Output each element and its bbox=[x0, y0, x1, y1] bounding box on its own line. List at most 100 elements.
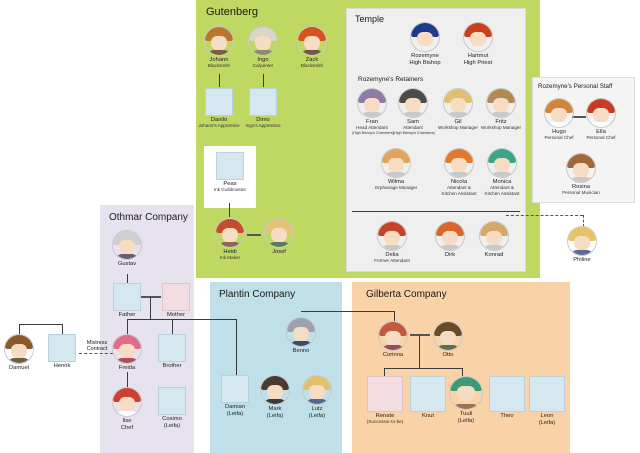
theo-placeholder bbox=[489, 376, 525, 412]
line-corinna-children bbox=[419, 335, 420, 368]
mistress-contract-label: Mistress Contract bbox=[86, 340, 108, 352]
node-damian[interactable]: Damian (Leifa) bbox=[216, 375, 254, 418]
retainers-title: Rozemyne's Retainers bbox=[358, 76, 424, 83]
rozemyne-portrait bbox=[410, 22, 440, 52]
node-gustav[interactable]: Gustav bbox=[107, 230, 147, 267]
node-mother[interactable]: Mother bbox=[157, 283, 195, 318]
node-freida[interactable]: Freida bbox=[108, 334, 146, 371]
node-rosina[interactable]: Rosina Personal Musician bbox=[557, 153, 605, 196]
philine-portrait bbox=[567, 226, 597, 256]
gilberta-panel bbox=[352, 282, 570, 453]
node-josef[interactable]: Josef bbox=[261, 218, 297, 255]
peas-placeholder bbox=[216, 152, 244, 180]
node-knut[interactable]: Knut bbox=[408, 376, 448, 419]
line-gilberta-children-bar bbox=[384, 368, 462, 369]
brother-placeholder bbox=[158, 334, 186, 362]
node-rozemyne[interactable]: Rozemyne High Bishop bbox=[403, 22, 447, 67]
node-ingo[interactable]: Ingo Carpenter bbox=[243, 26, 283, 69]
node-delia[interactable]: Delia Former Attendant bbox=[370, 221, 414, 264]
mark-portrait bbox=[260, 375, 290, 405]
rosina-portrait bbox=[566, 153, 596, 183]
node-corinna[interactable]: Corinna bbox=[373, 321, 413, 358]
damian-placeholder bbox=[221, 375, 249, 403]
node-peas[interactable]: Peas Ink Guildmaster bbox=[205, 152, 255, 193]
node-tuuli[interactable]: Tuuli (Leifa) bbox=[446, 376, 486, 425]
node-lutz[interactable]: Lutz (Leifa) bbox=[298, 375, 336, 420]
node-nicola[interactable]: Nicola Attendant & Kitchen Assistant bbox=[437, 148, 481, 196]
leon-placeholder bbox=[529, 376, 565, 412]
otto-portrait bbox=[433, 321, 463, 351]
cosimo-placeholder bbox=[158, 387, 186, 415]
corinna-portrait bbox=[378, 321, 408, 351]
node-benno[interactable]: Benno bbox=[282, 317, 320, 354]
line-to-tuuli bbox=[462, 368, 463, 376]
heidi-portrait bbox=[215, 218, 245, 248]
line-henrik-drop bbox=[62, 324, 63, 334]
node-konrad[interactable]: Konrad bbox=[474, 221, 514, 258]
renate-placeholder bbox=[367, 376, 403, 412]
node-renate[interactable]: Renate (Successor-to-be) bbox=[362, 376, 408, 425]
othmar-title: Othmar Company bbox=[109, 212, 188, 223]
line-johann-danilo bbox=[219, 74, 220, 87]
node-dimo[interactable]: Dimo Ingo's Apprentice bbox=[240, 88, 286, 129]
tuuli-portrait bbox=[449, 376, 483, 410]
node-heidi[interactable]: Heidi Ink Maker bbox=[212, 218, 248, 261]
johann-portrait bbox=[204, 26, 234, 56]
line-hugo-ella bbox=[572, 116, 586, 118]
dirk-portrait bbox=[435, 221, 465, 251]
gutenberg-title: Gutenberg bbox=[206, 6, 258, 18]
line-peas-heidi bbox=[229, 203, 230, 217]
hugo-portrait bbox=[544, 98, 574, 128]
node-cosimo[interactable]: Cosimo (Leifa) bbox=[153, 387, 191, 430]
josef-portrait bbox=[264, 218, 294, 248]
monica-portrait bbox=[487, 148, 517, 178]
zack-portrait bbox=[297, 26, 327, 56]
node-ella[interactable]: Ella Personal Chef bbox=[582, 98, 620, 141]
staff-title: Rozemyne's Personal Staff bbox=[538, 83, 613, 90]
line-mistress-contract bbox=[79, 353, 113, 354]
line-to-brother bbox=[172, 319, 173, 334]
node-theo[interactable]: Theo bbox=[487, 376, 527, 419]
node-otto[interactable]: Otto bbox=[428, 321, 468, 358]
node-gil[interactable]: Gil Workshop Manager bbox=[437, 88, 479, 131]
node-zack[interactable]: Zack Blacksmith bbox=[292, 26, 332, 69]
hartmut-portrait bbox=[463, 22, 493, 52]
gilberta-title: Gilberta Company bbox=[366, 289, 447, 300]
node-father[interactable]: Father bbox=[108, 283, 146, 318]
line-to-freida bbox=[127, 319, 128, 334]
fran-portrait bbox=[357, 88, 387, 118]
node-sam[interactable]: Sam Attendant (High Bishop's Chambers) bbox=[393, 88, 435, 136]
node-henrik[interactable]: Henrik bbox=[43, 334, 81, 369]
node-ilse[interactable]: Ilse Chef bbox=[108, 387, 146, 432]
konrad-portrait bbox=[479, 221, 509, 251]
node-damuel[interactable]: Damuel bbox=[0, 334, 38, 371]
node-mark[interactable]: Mark (Leifa) bbox=[256, 375, 294, 420]
node-wilma[interactable]: Wilma Orphanage Manager bbox=[372, 148, 420, 191]
node-fritz[interactable]: Fritz Workshop Manager bbox=[480, 88, 522, 131]
temple-title: Temple bbox=[355, 14, 385, 24]
line-freida-ilse bbox=[127, 372, 128, 387]
ilse-portrait bbox=[112, 387, 142, 417]
line-damuel-drop bbox=[19, 324, 20, 334]
node-philine[interactable]: Philine bbox=[562, 226, 602, 263]
node-danilo[interactable]: Danilo Johann's Apprentice bbox=[196, 88, 242, 129]
node-hartmut[interactable]: Hartmut High Priest bbox=[456, 22, 500, 67]
node-dirk[interactable]: Dirk bbox=[430, 221, 470, 258]
node-brother[interactable]: Brother bbox=[153, 334, 191, 369]
line-konrad-philine bbox=[506, 215, 583, 216]
line-benno-corinna-v bbox=[394, 311, 395, 321]
line-parents-children bbox=[150, 297, 151, 319]
gustav-portrait bbox=[112, 230, 142, 260]
node-hugo[interactable]: Hugo Personal Chef bbox=[540, 98, 578, 141]
nicola-portrait bbox=[444, 148, 474, 178]
node-monica[interactable]: Monica Attendant & Kitchen Assistant bbox=[480, 148, 524, 196]
node-fran[interactable]: Fran Head Attendant (High Bishop's Chamb… bbox=[352, 88, 394, 136]
line-damuel-henrik-top bbox=[19, 324, 62, 325]
node-leon[interactable]: Leon (Leifa) bbox=[527, 376, 567, 427]
father-placeholder bbox=[113, 283, 141, 311]
line-children-bar bbox=[127, 319, 236, 320]
delia-portrait bbox=[377, 221, 407, 251]
fritz-portrait bbox=[486, 88, 516, 118]
danilo-placeholder bbox=[205, 88, 233, 116]
node-johann[interactable]: Johann Blacksmith bbox=[199, 26, 239, 69]
